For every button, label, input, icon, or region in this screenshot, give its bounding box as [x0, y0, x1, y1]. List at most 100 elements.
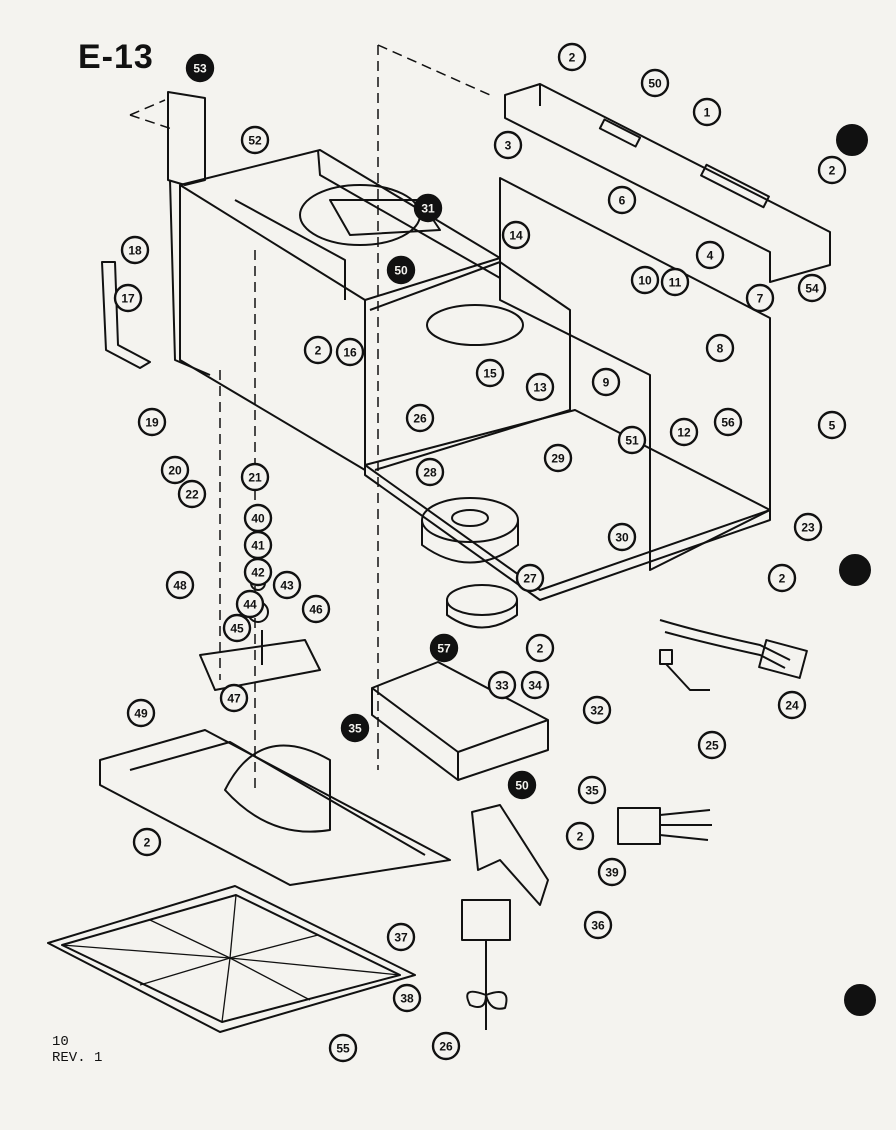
callout-number: 53 [193, 62, 207, 76]
callout-circle [793, 512, 823, 542]
callout-6: 6 [607, 185, 637, 215]
callout-16: 16 [335, 337, 365, 367]
outer-cabinet-top [504, 83, 831, 283]
side-panel [499, 177, 771, 571]
callout-number: 32 [590, 704, 604, 718]
callout-number: 49 [134, 707, 148, 721]
callout-circle [235, 589, 265, 619]
callout-circle [487, 670, 517, 700]
callout-54: 54 [797, 273, 827, 303]
callout-number: 35 [348, 722, 362, 736]
callout-46: 46 [301, 594, 331, 624]
callout-number: 24 [785, 699, 799, 713]
callout-number: 41 [251, 539, 265, 553]
callout-39: 39 [597, 857, 627, 887]
callout-26: 26 [405, 403, 435, 433]
callout-circle [386, 922, 416, 952]
callout-circle [692, 97, 722, 127]
callout-number: 35 [585, 784, 599, 798]
revision-note: 10 REV. 1 [52, 1034, 102, 1066]
callout-50: 50 [507, 770, 537, 800]
callout-circle [515, 563, 545, 593]
callout-18: 18 [120, 235, 150, 265]
callout-number: 31 [421, 202, 435, 216]
callout-number: 14 [509, 229, 523, 243]
callout-number: 26 [439, 1040, 453, 1054]
callout-number: 5 [829, 419, 836, 433]
callout-circle [303, 335, 333, 365]
callout-27: 27 [515, 563, 545, 593]
callout-20: 20 [160, 455, 190, 485]
callout-2: 2 [565, 821, 595, 851]
callout-2: 2 [817, 155, 847, 185]
callout-37: 37 [386, 922, 416, 952]
callout-number: 28 [423, 466, 437, 480]
callout-4: 4 [695, 240, 725, 270]
callout-number: 57 [437, 642, 451, 656]
left-brackets [101, 91, 211, 376]
callout-41: 41 [243, 530, 273, 560]
callout-circle [640, 68, 670, 98]
callout-circle [543, 443, 573, 473]
assembly-guides [129, 44, 491, 790]
callout-circle [577, 775, 607, 805]
punch-hole [844, 984, 876, 1016]
callout-number: 15 [483, 367, 497, 381]
callout-number: 2 [569, 51, 576, 65]
shelf-frame [99, 729, 451, 886]
callout-circle [272, 570, 302, 600]
callout-number: 6 [619, 194, 626, 208]
callout-circle [335, 337, 365, 367]
callout-circle [222, 613, 252, 643]
callout-number: 50 [648, 77, 662, 91]
callout-number: 45 [230, 622, 244, 636]
callout-34: 34 [520, 670, 550, 700]
diagram-heading: E-13 [78, 38, 154, 76]
callout-circle [607, 522, 637, 552]
callout-number: 37 [394, 931, 408, 945]
callout-circle [340, 713, 370, 743]
callout-number: 22 [185, 488, 199, 502]
callout-number: 13 [533, 381, 547, 395]
callout-2: 2 [132, 827, 162, 857]
page-number: 10 [52, 1034, 69, 1050]
callout-number: 44 [243, 598, 257, 612]
wiring-harness [617, 619, 808, 845]
callout-circle [817, 410, 847, 440]
callout-circle [177, 479, 207, 509]
callout-number: 36 [591, 919, 605, 933]
callout-number: 39 [605, 866, 619, 880]
callout-number: 2 [779, 572, 786, 586]
callout-circle [520, 670, 550, 700]
callout-number: 8 [717, 342, 724, 356]
callout-1: 1 [692, 97, 722, 127]
callout-circle [797, 273, 827, 303]
callout-circle [386, 255, 416, 285]
callout-circle [475, 358, 505, 388]
callout-circle [705, 333, 735, 363]
callout-52: 52 [240, 125, 270, 155]
callout-circle [132, 827, 162, 857]
callout-45: 45 [222, 613, 252, 643]
callout-circle [126, 698, 156, 728]
callout-11: 11 [660, 267, 690, 297]
callout-43: 43 [272, 570, 302, 600]
fan-motor-assembly [461, 804, 549, 1030]
callout-circle [583, 910, 613, 940]
callout-number: 2 [537, 642, 544, 656]
callout-circle [697, 730, 727, 760]
callout-48: 48 [165, 570, 195, 600]
callout-number: 55 [336, 1042, 350, 1056]
callout-number: 43 [280, 579, 294, 593]
callout-circle [328, 1033, 358, 1063]
callout-circle [777, 690, 807, 720]
revision-label: REV. 1 [52, 1050, 103, 1066]
callout-25: 25 [697, 730, 727, 760]
callout-17: 17 [113, 283, 143, 313]
callout-number: 9 [603, 376, 610, 390]
callout-number: 1 [704, 106, 711, 120]
callout-circle [565, 821, 595, 851]
callout-circle [630, 265, 660, 295]
callout-circle [405, 403, 435, 433]
callout-number: 26 [413, 412, 427, 426]
